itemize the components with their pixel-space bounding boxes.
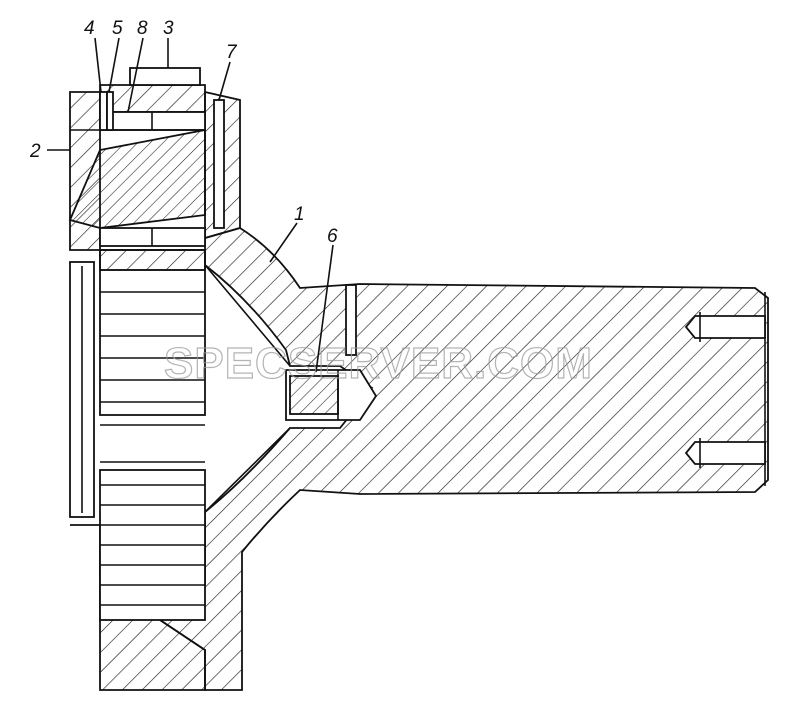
callout-4: 4 (84, 18, 95, 39)
internal-teeth-lower (99, 469, 206, 621)
callout-3: 3 (163, 18, 174, 39)
callout-1: 1 (294, 204, 305, 225)
gear-housing (68, 67, 241, 691)
internal-teeth-upper (99, 249, 206, 416)
callout-8: 8 (137, 18, 148, 39)
callout-7: 7 (226, 42, 238, 63)
callout-6: 6 (327, 226, 338, 247)
callout-2: 2 (29, 141, 41, 162)
watermark-text: SPECSERVER.COM (164, 339, 593, 388)
leader-lines (47, 37, 334, 373)
centre-plug (285, 369, 378, 421)
callout-5: 5 (112, 18, 123, 39)
